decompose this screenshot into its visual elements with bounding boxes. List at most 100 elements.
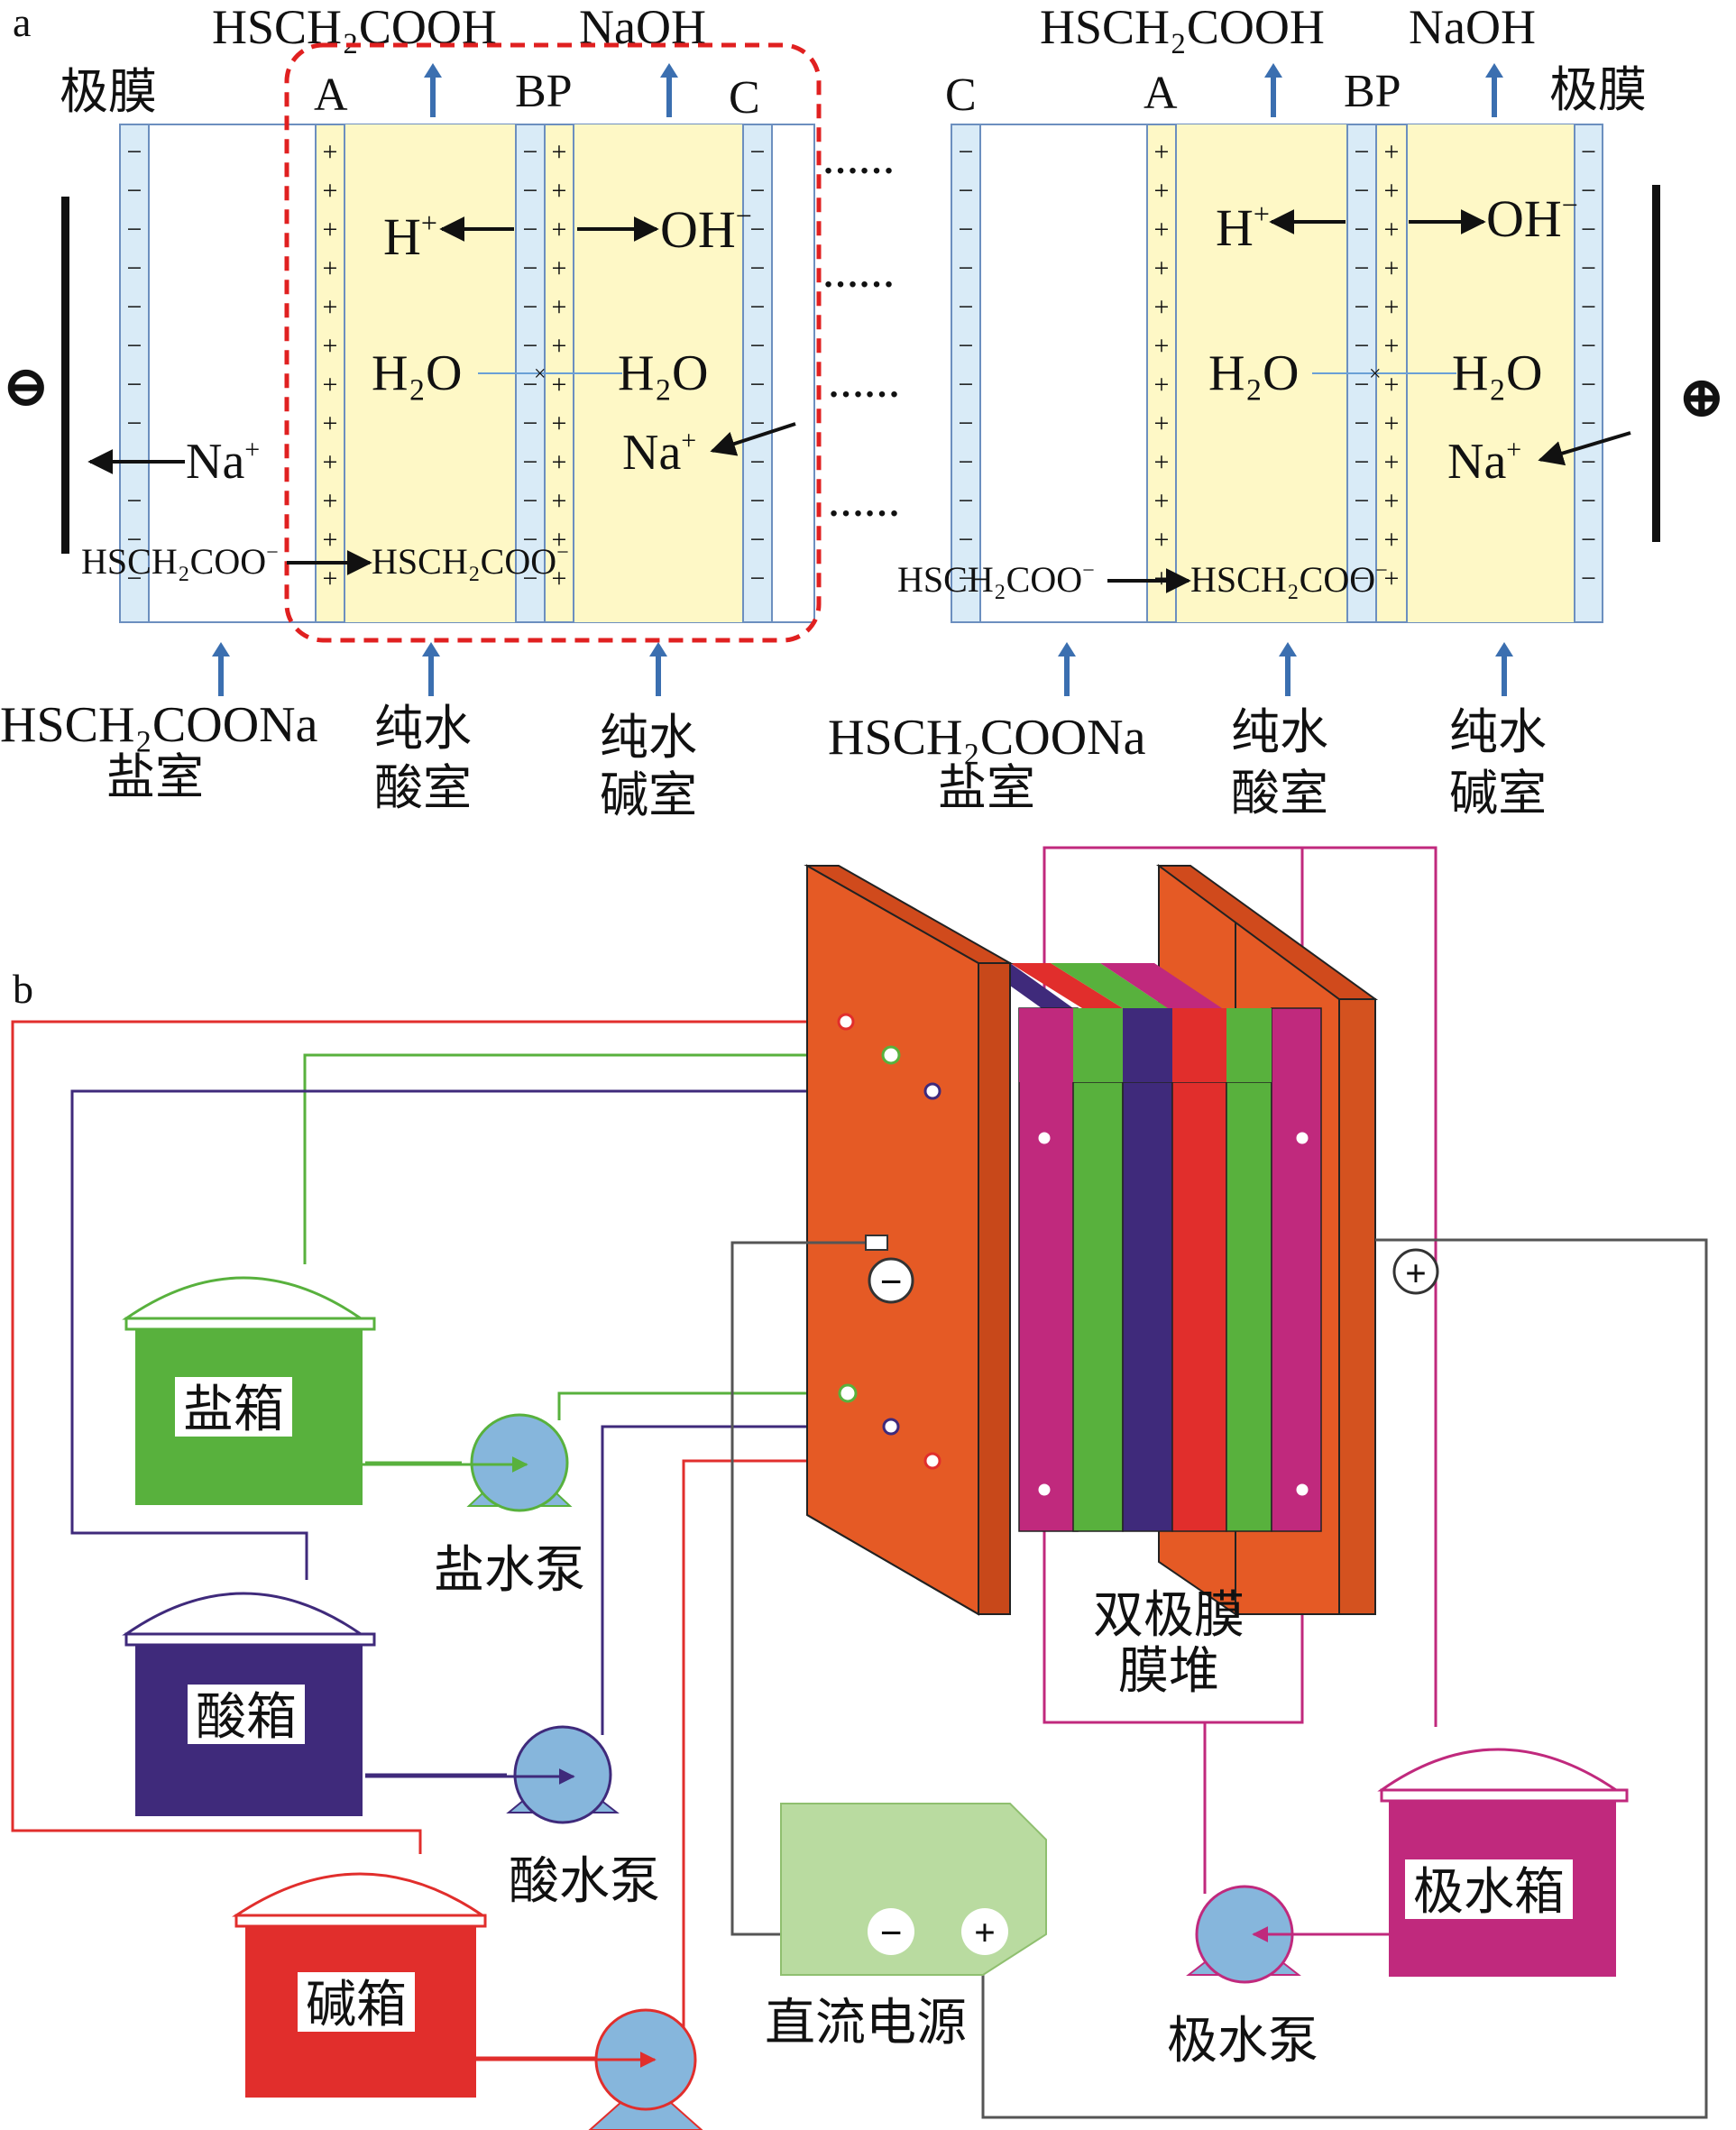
cathode-bar [61,197,69,554]
membrane-charge-sign: + [1154,486,1170,516]
membrane-label-bp2: BP [1344,66,1401,117]
ellipsis-2: …… [822,254,895,295]
membrane-label-c2: C [945,69,977,121]
dc-power-supply: − + 直流电源 [765,1803,1047,2052]
membrane-charge-sign: + [1154,331,1170,361]
salt-tank-label: 盐箱 [183,1381,284,1439]
membrane-charge-sign: + [1384,176,1400,206]
membrane-charge-sign: − [523,564,538,593]
base-tank: 碱箱 [232,1872,487,2098]
membrane-charge-sign: + [552,525,567,555]
membrane-charge-sign: − [1581,486,1596,516]
na-ion-base-2: Na+ [1447,434,1521,490]
salt-room-2: 盐室 [938,759,1035,816]
electrode-pump-label: 极水泵 [1167,2012,1318,2070]
membrane-charge-sign: + [552,215,567,244]
membrane-charge-sign: − [1581,253,1596,283]
repeat-unit-outline [284,42,822,643]
oh-ion-2: OH− [1486,188,1578,248]
power-label: 直流电源 [765,1994,967,2052]
membrane-charge-sign: − [523,253,538,283]
membrane-charge-sign: − [959,409,974,438]
membrane-charge-sign: − [750,137,766,167]
membrane-charge-sign: − [1355,525,1370,555]
acetate-acid-1: HSCH₂COO− [372,541,569,582]
membrane-charge-sign: − [127,564,142,593]
membrane-charge-sign: + [1384,564,1400,593]
membrane-charge-sign: − [127,331,142,361]
membrane-label-a2: A [1144,68,1178,119]
membrane-charge-sign: − [127,215,142,244]
right-unit-ions: H+ OH− H₂O H₂O × Na+ HSCH₂COO− HSCH₂COO− [897,188,1631,600]
membrane-charge-sign: − [127,253,142,283]
membrane-label-a1: A [314,69,348,121]
power-minus-text: − [879,1911,902,1955]
membrane-charge-sign: − [523,447,538,477]
membrane-charge-sign: − [959,525,974,555]
membrane-charge-sign: + [323,137,338,167]
membrane-charge-sign: + [1154,525,1170,555]
membrane-charge-sign: − [750,486,766,516]
power-wire-positive [981,1238,1708,2119]
membrane-charge-sign: − [1581,176,1596,206]
membrane-charge-sign: + [1154,137,1170,167]
membrane-charge-sign: − [1581,370,1596,399]
membrane-charge-sign: − [523,486,538,516]
membrane-charge-sign: − [1355,486,1370,516]
electrode-tank-label: 极水箱 [1413,1863,1565,1922]
membrane-charge-sign: − [1355,176,1370,206]
membrane-charge-sign: − [1581,292,1596,322]
membrane-charge-sign: − [959,137,974,167]
membrane-charge-sign: − [1581,331,1596,361]
base-water-2: 纯水 [1449,703,1547,760]
water-left-1: H₂O [372,345,462,401]
power-minus-badge [868,1908,914,1955]
membrane-charge-sign: + [323,253,338,283]
membrane-charge-sign: + [1384,409,1400,438]
membrane-charge-sign: + [1384,447,1400,477]
oh-ion-1: OH− [660,199,752,259]
na-ion-base-1: Na+ [622,425,696,481]
membrane-charge-sign: − [1581,525,1596,555]
membrane-charge-sign: − [750,564,766,593]
membrane-charge-sign: − [750,409,766,438]
membrane-charge-sign: − [127,525,142,555]
membrane-label-c1: C [729,72,760,124]
membrane-charge-sign: + [552,137,567,167]
cathode-terminal [865,1235,888,1251]
membrane-charge-sign: + [552,370,567,399]
membrane-charge-sign: + [323,564,338,593]
membrane-charge-sign: + [323,525,338,555]
membrane-charge-sign: + [1154,370,1170,399]
left-electrode-membrane [119,124,150,623]
salt-formula-2: HSCH₂COONa [828,710,1146,766]
stack-label-line2: 膜堆 [1118,1642,1219,1701]
membrane-charge-sign: − [1355,331,1370,361]
membrane-charge-sign: − [959,176,974,206]
stack-plus-badge [1392,1248,1439,1295]
membrane-charge-sign: + [1384,215,1400,244]
membrane-charge-sign: + [1154,564,1170,593]
membrane-charge-sign: − [523,292,538,322]
cathode-symbol: ⊖ [2,354,51,418]
membrane-charge-sign: + [1154,292,1170,322]
anode-symbol: ⊕ [1677,365,1726,429]
membrane-charge-sign: − [750,447,766,477]
right-electrode-membrane-label: 极膜 [1549,61,1647,118]
acid-room-1: 酸室 [374,759,472,816]
membrane-charge-sign: − [523,176,538,206]
acetate-salt-1: HSCH₂COO− [81,541,279,582]
electrode-water-tank: 极水箱 [1377,1748,1629,1977]
anion-membrane-2 [1146,124,1177,623]
membrane-charge-sign: + [1154,253,1170,283]
membrane-charge-sign: − [1355,564,1370,593]
stack-minus-badge [868,1257,914,1304]
right-electrode-membrane [1574,124,1603,623]
membrane-charge-sign: − [959,331,974,361]
membrane-charge-sign: + [552,486,567,516]
membrane-charge-sign: − [1581,564,1596,593]
membrane-stack [804,864,1379,1616]
membrane-charge-sign: + [552,331,567,361]
membrane-charge-sign: − [750,253,766,283]
